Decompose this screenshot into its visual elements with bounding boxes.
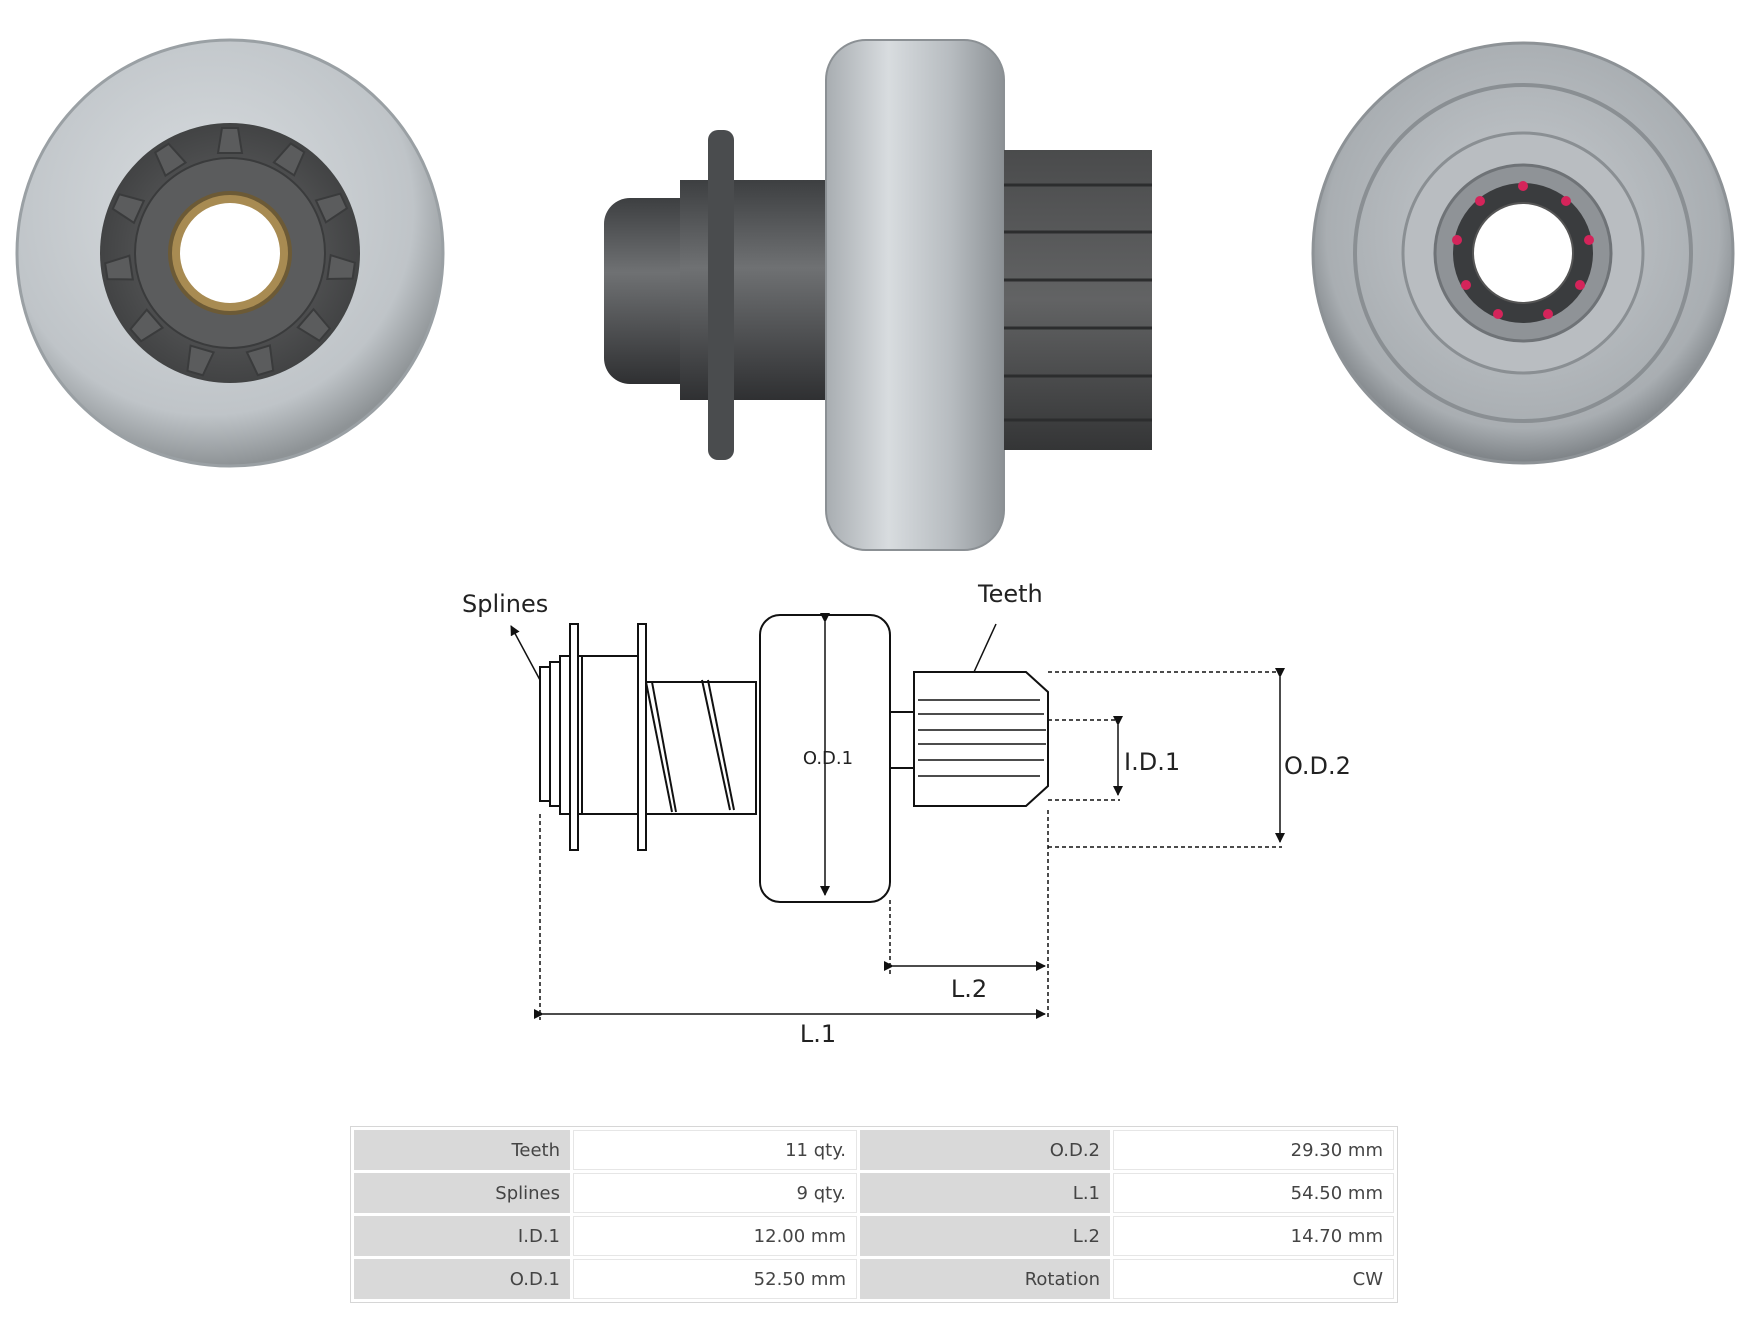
spec-value: 52.50 mm xyxy=(573,1259,857,1299)
spec-label: Splines xyxy=(354,1173,570,1213)
spec-value: 54.50 mm xyxy=(1113,1173,1394,1213)
spec-label: O.D.1 xyxy=(354,1259,570,1299)
spec-label: L.1 xyxy=(860,1173,1110,1213)
table-row: Splines 9 qty. L.1 54.50 mm xyxy=(354,1173,1394,1213)
spec-value: 29.30 mm xyxy=(1113,1130,1394,1170)
table-row: Teeth 11 qty. O.D.2 29.30 mm xyxy=(354,1130,1394,1170)
photo-rear-view xyxy=(1311,41,1735,465)
teeth-label: Teeth xyxy=(977,580,1043,608)
technical-drawing: Splines Teeth O.D.1 I.D.1 O.D.2 L.2 L.1 xyxy=(462,580,1351,1048)
od2-label: O.D.2 xyxy=(1284,752,1351,780)
photo-side-view xyxy=(604,39,1152,551)
splines-label: Splines xyxy=(462,590,548,618)
spec-value: 14.70 mm xyxy=(1113,1216,1394,1256)
spline-markings-icon xyxy=(1452,181,1594,319)
od1-label: O.D.1 xyxy=(803,748,853,769)
specifications-table: Teeth 11 qty. O.D.2 29.30 mm Splines 9 q… xyxy=(350,1126,1398,1303)
spec-value: CW xyxy=(1113,1259,1394,1299)
table-row: O.D.1 52.50 mm Rotation CW xyxy=(354,1259,1394,1299)
spec-label: L.2 xyxy=(860,1216,1110,1256)
spec-label: Teeth xyxy=(354,1130,570,1170)
spec-value: 11 qty. xyxy=(573,1130,857,1170)
table-row: I.D.1 12.00 mm L.2 14.70 mm xyxy=(354,1216,1394,1256)
spec-value: 9 qty. xyxy=(573,1173,857,1213)
spec-label: O.D.2 xyxy=(860,1130,1110,1170)
photo-front-view xyxy=(15,38,445,468)
l2-label: L.2 xyxy=(951,975,987,1003)
id1-label: I.D.1 xyxy=(1124,748,1180,776)
spec-value: 12.00 mm xyxy=(573,1216,857,1256)
product-photos xyxy=(15,38,1735,551)
spec-label: I.D.1 xyxy=(354,1216,570,1256)
l1-label: L.1 xyxy=(800,1020,836,1048)
spec-label: Rotation xyxy=(860,1259,1110,1299)
